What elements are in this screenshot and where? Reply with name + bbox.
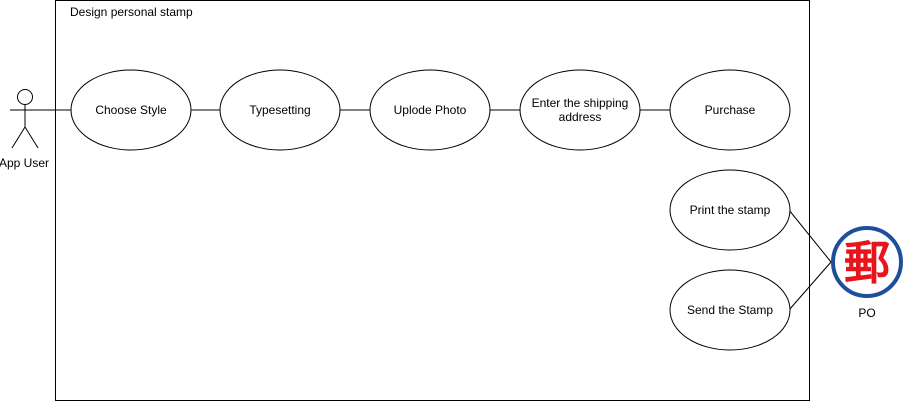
po-label: PO bbox=[858, 306, 875, 320]
use-case-purchase: Purchase bbox=[669, 69, 791, 151]
use-case-choose-style-label: Choose Style bbox=[95, 103, 167, 117]
app-user-label: App User bbox=[0, 156, 49, 170]
use-case-shipping-address-line1: Enter the shipping bbox=[532, 96, 629, 110]
use-case-shipping-address-line2: address bbox=[559, 110, 602, 124]
assoc-print-stamp-po bbox=[788, 209, 832, 263]
system-title: Design personal stamp bbox=[70, 5, 193, 19]
use-case-print-stamp-label: Print the stamp bbox=[690, 203, 771, 217]
use-case-typesetting: Typesetting bbox=[219, 69, 341, 151]
use-case-send-stamp-label: Send the Stamp bbox=[687, 303, 773, 317]
use-case-typesetting-label: Typesetting bbox=[249, 103, 310, 117]
use-case-upload-photo: Uplode Photo bbox=[369, 69, 491, 151]
use-case-choose-style: Choose Style bbox=[70, 69, 192, 151]
post-office-logo-glyph: 郵 bbox=[844, 236, 890, 290]
use-case-upload-photo-label: Uplode Photo bbox=[394, 103, 467, 117]
assoc-send-stamp-po bbox=[788, 261, 832, 311]
post-office-logo-icon: 郵 bbox=[831, 226, 903, 298]
use-case-send-stamp: Send the Stamp bbox=[669, 269, 791, 351]
app-user-actor-icon bbox=[10, 89, 40, 149]
use-case-purchase-label: Purchase bbox=[705, 103, 756, 117]
use-case-shipping-address: Enter the shipping address bbox=[519, 69, 641, 151]
use-case-print-stamp: Print the stamp bbox=[669, 169, 791, 251]
